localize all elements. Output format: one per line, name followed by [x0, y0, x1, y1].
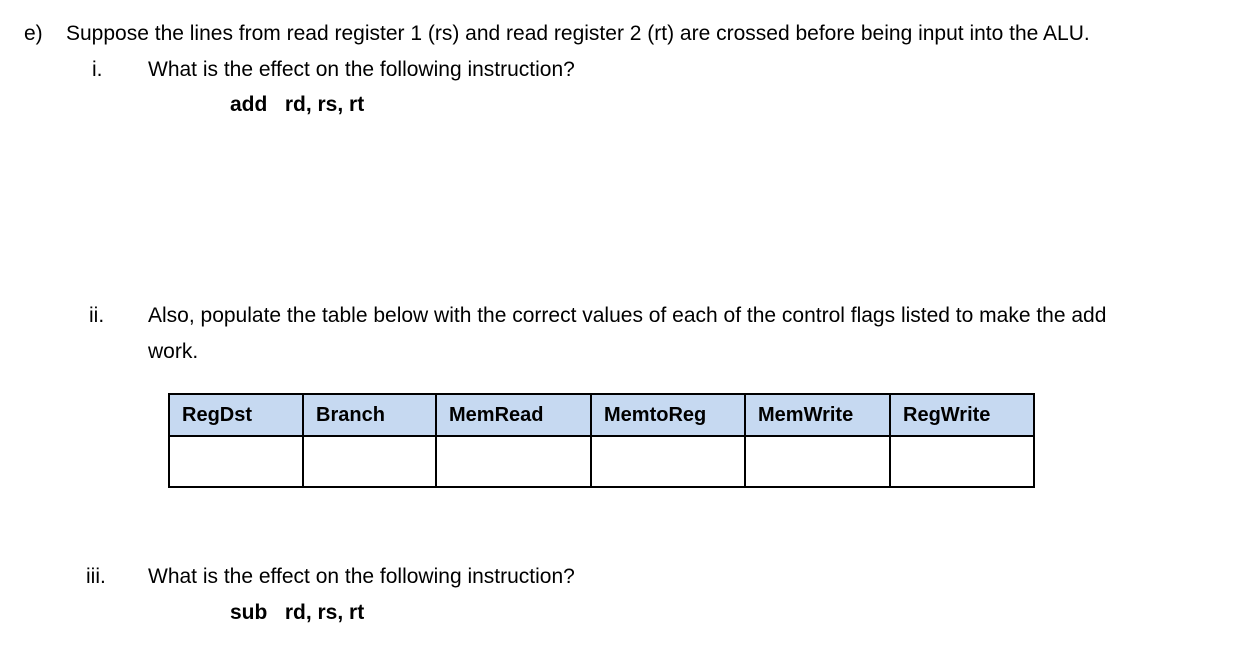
- part-i-text: What is the effect on the following inst…: [148, 58, 575, 81]
- table-row: [168, 435, 1035, 488]
- part-iii-text: What is the effect on the following inst…: [148, 565, 575, 588]
- header-memread: MemRead: [435, 393, 592, 437]
- cell-memwrite[interactable]: [744, 435, 891, 488]
- part-iii-label: iii.: [86, 565, 106, 588]
- cell-regwrite[interactable]: [889, 435, 1035, 488]
- question-text: Suppose the lines from read register 1 (…: [66, 22, 1090, 45]
- question-label: e): [24, 22, 43, 45]
- header-memwrite: MemWrite: [744, 393, 891, 437]
- header-branch: Branch: [302, 393, 437, 437]
- sub-instruction: sub rd, rs, rt: [230, 601, 365, 624]
- header-regdst: RegDst: [168, 393, 304, 437]
- part-ii-label: ii.: [89, 304, 105, 327]
- cell-memtoreg[interactable]: [590, 435, 746, 488]
- header-regwrite: RegWrite: [889, 393, 1035, 437]
- part-ii-text: Also, populate the table below with the …: [148, 304, 1107, 327]
- cell-regdst[interactable]: [168, 435, 304, 488]
- cell-memread[interactable]: [435, 435, 592, 488]
- table-header-row: RegDst Branch MemRead MemtoReg MemWrite …: [168, 393, 1035, 437]
- control-flags-table: RegDst Branch MemRead MemtoReg MemWrite …: [168, 393, 1035, 488]
- cell-branch[interactable]: [302, 435, 437, 488]
- add-instruction: add rd, rs, rt: [230, 93, 365, 116]
- part-i-label: i.: [92, 58, 103, 81]
- header-memtoreg: MemtoReg: [590, 393, 746, 437]
- part-ii-text-continued: work.: [148, 340, 199, 363]
